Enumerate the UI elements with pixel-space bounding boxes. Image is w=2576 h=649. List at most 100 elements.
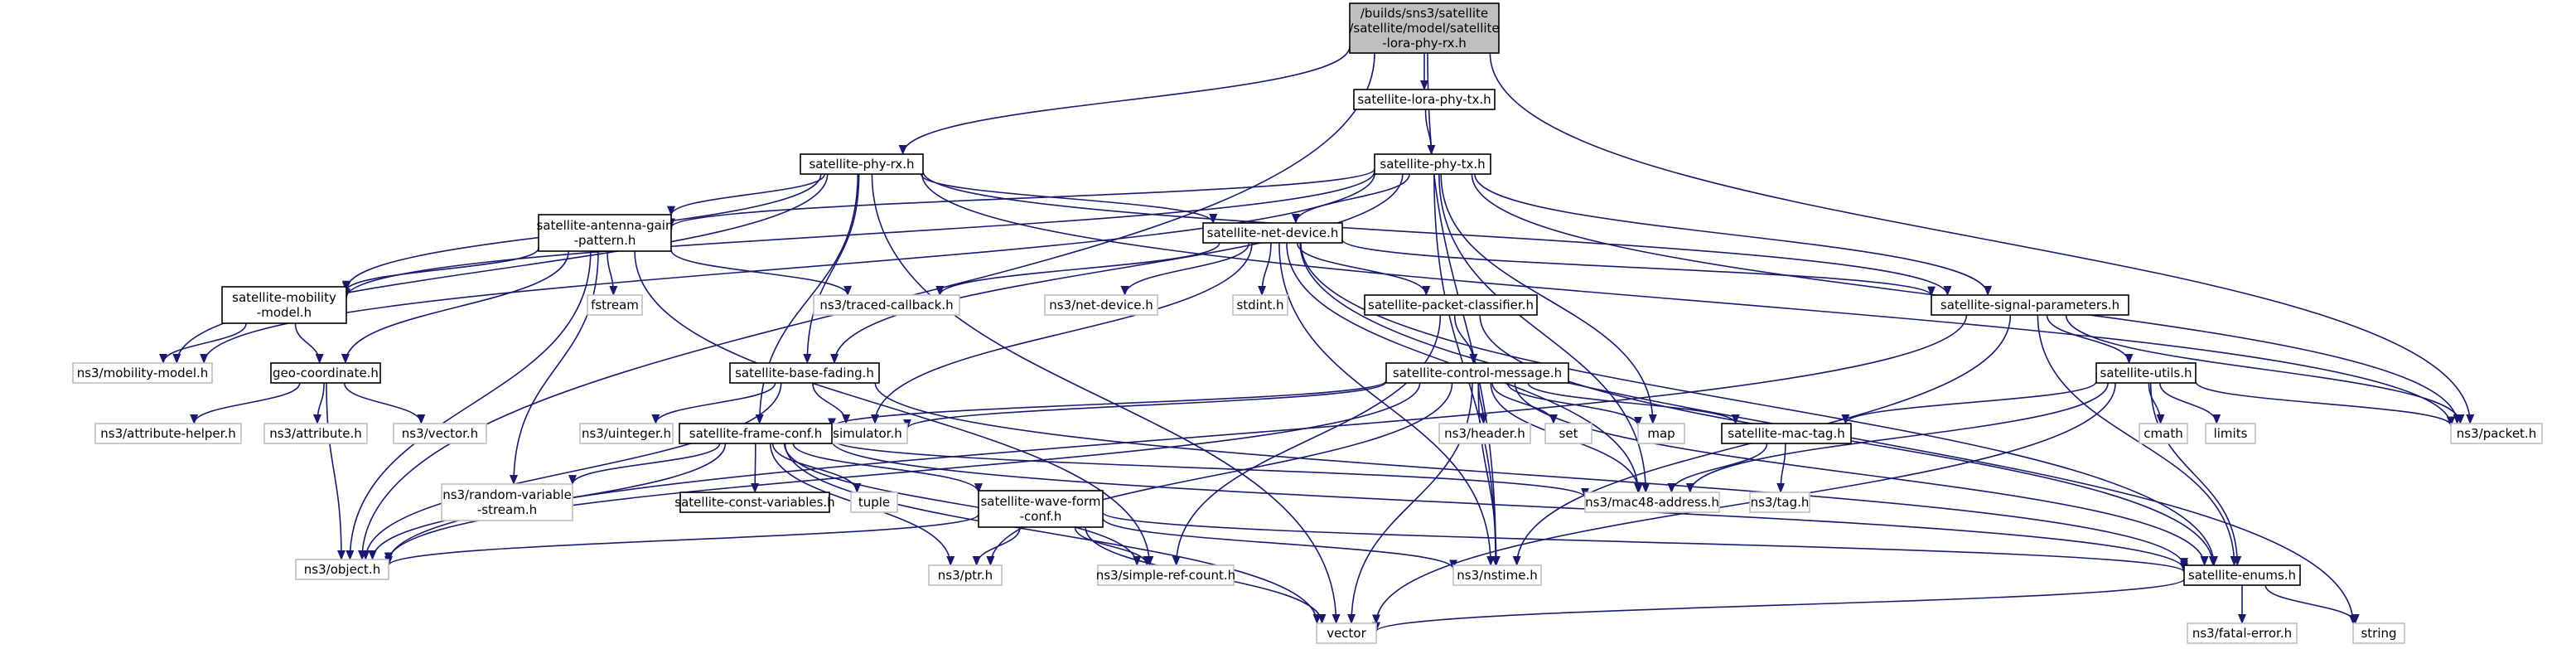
- node-label: ns3/packet.h: [2457, 426, 2536, 441]
- node-label: -pattern.h: [574, 233, 636, 248]
- node-geo-coordinate-h[interactable]: geo-coordinate.h: [270, 362, 381, 384]
- edge-root-to-packet: [1489, 52, 2475, 424]
- node-satellite-phy-rx-h[interactable]: satellite-phy-rx.h: [800, 153, 924, 175]
- node-ns3-net-device-h: ns3/net-device.h: [1044, 294, 1158, 316]
- edge-net_device-to-nstime: [1278, 242, 1496, 566]
- edge-phy_rx-to-signal_params: [922, 171, 1952, 296]
- node-satellite-control-message-h[interactable]: satellite-control-message.h: [1385, 362, 1569, 384]
- edge-utils-to-limits: [2158, 382, 2221, 424]
- edge-frame_conf-to-mac48: [831, 438, 1589, 498]
- node-box: [579, 423, 674, 444]
- node-box: [221, 286, 347, 324]
- node-satellite-enums-h[interactable]: satellite-enums.h: [2183, 564, 2301, 586]
- edge-net_device-to-signal_params: [1341, 239, 1936, 297]
- edge-signal_params-to-enums: [2037, 314, 2239, 566]
- edge-net_device-to-netdev_ext: [1120, 242, 1250, 296]
- node-ns3-nstime-h: ns3/nstime.h: [1452, 564, 1542, 586]
- node-label: ns3/object.h: [304, 562, 380, 577]
- node-cmath: cmath: [2139, 423, 2188, 444]
- node-ns3-fatal-error-h: ns3/fatal-error.h: [2187, 622, 2298, 644]
- node-label: -stream.h: [477, 502, 537, 517]
- node-satellite-antenna-gain-pattern-h[interactable]: satellite-antenna-gain-pattern.h: [537, 214, 674, 252]
- node-satellite-utils-h[interactable]: satellite-utils.h: [2095, 362, 2197, 384]
- node-box: [1097, 564, 1235, 586]
- node-satellite-packet-classifier-h[interactable]: satellite-packet-classifier.h: [1364, 294, 1538, 316]
- node-box: [1931, 294, 2129, 316]
- edge-net_device-to-enums: [1300, 242, 2218, 566]
- node-label: -model.h: [257, 305, 312, 320]
- node-ns3-random-variable-stream-h: ns3/random-variable-stream.h: [441, 483, 573, 521]
- node-box: [263, 423, 368, 444]
- dependency-edges: [159, 46, 2475, 632]
- node-label: ns3/fatal-error.h: [2192, 626, 2292, 641]
- node-stdint-h: stdint.h: [1232, 294, 1288, 316]
- node-tuple: tuple: [850, 492, 898, 513]
- edge-base_fading-to-object: [361, 382, 782, 560]
- node-box: [1353, 89, 1496, 110]
- edge-antenna-to-traced_cb: [670, 249, 853, 296]
- node-box: [978, 490, 1104, 528]
- node-satellite-frame-conf-h[interactable]: satellite-frame-conf.h: [679, 423, 833, 444]
- node-label: /satellite/model/satellite: [1349, 21, 1499, 36]
- edge-phy_rx-to-base_fading: [803, 173, 860, 364]
- edge-ctrl_msg-to-frame_conf: [828, 380, 1387, 429]
- edge-ctrl_msg-to-simulator: [903, 380, 1387, 429]
- node-satellite-mobility-model-h[interactable]: satellite-mobility-model.h: [221, 286, 347, 324]
- node-label: satellite-mobility: [232, 290, 336, 305]
- node-label: /builds/sns3/satellite: [1360, 6, 1488, 21]
- edge-frame_conf-to-vector: [784, 443, 1322, 624]
- node-label: satellite-net-device.h: [1207, 225, 1339, 240]
- edge-frame_conf-to-simple_ref: [783, 443, 1142, 566]
- edge-phy_tx-to-mac48: [1438, 173, 1650, 493]
- node-box: [1438, 423, 1531, 444]
- edge-pkt_classifier-to-ctrl_msg: [1453, 314, 1478, 364]
- node-satellite-const-variables-h[interactable]: satellite-const-variables.h: [674, 492, 835, 513]
- node-ns3-tag-h: ns3/tag.h: [1749, 492, 1810, 513]
- node-box: [1544, 423, 1592, 444]
- node-label: ns3/attribute-helper.h: [100, 426, 235, 441]
- node-box: [729, 362, 880, 384]
- node-label: satellite-phy-tx.h: [1380, 157, 1485, 172]
- node-satellite-signal-parameters-h[interactable]: satellite-signal-parameters.h: [1931, 294, 2129, 316]
- edge-base_fading-to-uinteger: [651, 382, 776, 424]
- edge-signal_params-to-utils: [2046, 314, 2134, 364]
- node-box: [1364, 294, 1538, 316]
- node-label: satellite-base-fading.h: [735, 366, 874, 380]
- edge-utils-to-vector: [1372, 382, 2116, 625]
- node-ns3-traced-callback-h: ns3/traced-callback.h: [813, 294, 960, 316]
- node-ns3-mac48-address-h: ns3/mac48-address.h: [1584, 492, 1720, 513]
- edge-ctrl_msg-to-ptr: [986, 382, 1453, 566]
- edge-frame_conf-to-random_var: [568, 443, 721, 486]
- node-box: [2183, 564, 2301, 586]
- node-label: satellite-control-message.h: [1393, 366, 1562, 380]
- node-box: [270, 362, 381, 384]
- edge-utils-to-mac48: [1685, 382, 2109, 493]
- node-box: [587, 294, 643, 316]
- node-satellite-wave-form-conf-h[interactable]: satellite-wave-form-conf.h: [978, 490, 1104, 528]
- node-ns3-header-h: ns3/header.h: [1438, 423, 1531, 444]
- node-satellite-phy-tx-h[interactable]: satellite-phy-tx.h: [1374, 153, 1491, 175]
- node-satellite-lora-phy-tx-h[interactable]: satellite-lora-phy-tx.h: [1353, 89, 1496, 110]
- node-label: -conf.h: [1020, 509, 1062, 524]
- node-box: [679, 423, 833, 444]
- node-box: [2095, 362, 2197, 384]
- edge-geo-to-attribute: [312, 382, 325, 424]
- node-box: [1637, 423, 1685, 444]
- edge-antenna-to-fstream: [607, 250, 618, 296]
- edge-wave_form-to-enums: [1102, 511, 2188, 574]
- edge-wave_form-to-simple_ref: [1074, 526, 1152, 566]
- node-label: ns3/header.h: [1444, 426, 1525, 441]
- node-label: satellite-enums.h: [2188, 568, 2296, 583]
- edge-mobility-to-geo: [294, 322, 324, 364]
- node-label: ns3/ptr.h: [938, 568, 993, 583]
- node-satellite-base-fading-h[interactable]: satellite-base-fading.h: [729, 362, 880, 384]
- edge-ctrl_msg-to-mac_tag: [1527, 382, 1740, 424]
- edge-geo-to-vector_ext: [343, 382, 426, 424]
- node-ns3-packet-h: ns3/packet.h: [2450, 423, 2543, 444]
- edge-utils-to-cmath: [2148, 382, 2165, 424]
- node-satellite-mac-tag-h[interactable]: satellite-mac-tag.h: [1721, 423, 1852, 444]
- node-label: ns3/nstime.h: [1457, 568, 1537, 583]
- node-box: [72, 362, 213, 384]
- node-satellite-net-device-h[interactable]: satellite-net-device.h: [1202, 222, 1343, 244]
